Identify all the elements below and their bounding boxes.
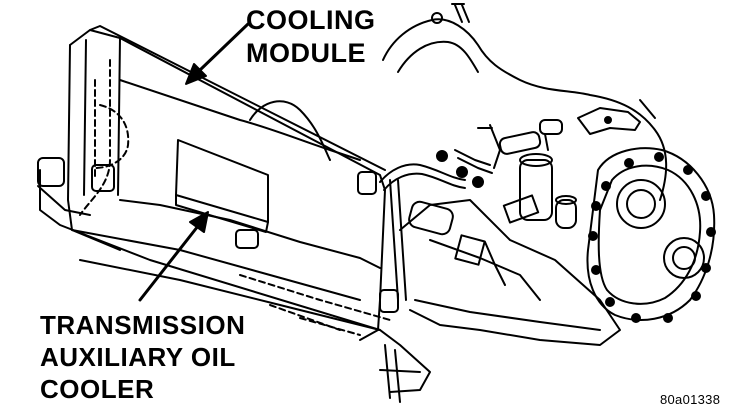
- cooling-module-leader: [198, 22, 250, 72]
- oil-cooler-label-line-2: AUXILIARY OIL: [40, 342, 236, 372]
- oil-cooler-arrowhead: [189, 211, 209, 233]
- oil-cooler-label-line-1: TRANSMISSION: [40, 310, 246, 340]
- auxiliary-oil-cooler: [175, 139, 269, 233]
- cooler-lines: [379, 149, 493, 301]
- oil-cooler-leader: [138, 224, 200, 302]
- transaxle-housing: [382, 3, 716, 346]
- figure-id: 80a01338: [660, 392, 721, 407]
- oil-cooler-label-line-3: COOLER: [40, 374, 155, 404]
- side-cover: [586, 147, 716, 323]
- cooling-module-label-line-2: MODULE: [246, 38, 366, 68]
- leader-arrows: [138, 22, 250, 302]
- cooling-module-body: [37, 25, 399, 341]
- valve-body: [477, 119, 577, 229]
- lower-pan: [39, 169, 431, 403]
- cooling-module-label-line-1: COOLING: [246, 5, 376, 35]
- cooling-module-arrowhead: [185, 63, 207, 85]
